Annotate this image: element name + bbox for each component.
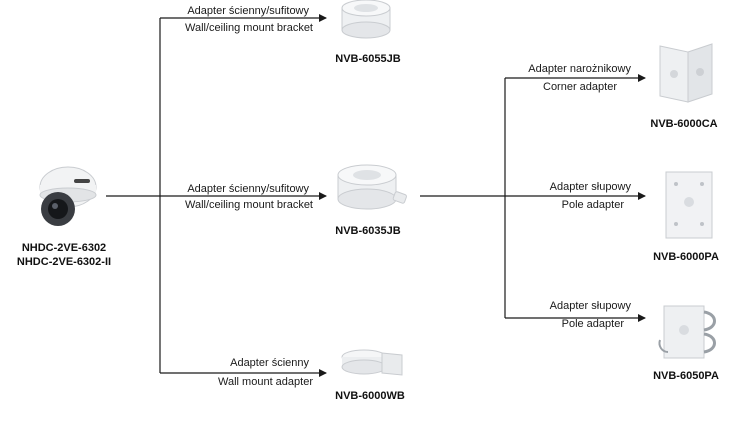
camera-model-label-2: NHDC-2VE-6302-II	[16, 256, 112, 268]
product-code-6055jb: NVB-6055JB	[335, 53, 401, 65]
sub-branch-label-en: Corner adapter	[543, 81, 617, 93]
dome-camera-icon	[39, 166, 97, 226]
camera-model-label: NHDC-2VE-6302	[21, 242, 107, 254]
junction-box-icon	[341, 0, 391, 39]
sub-branch-label-pl: Adapter słupowy	[549, 181, 631, 193]
branch-label-en: Wall/ceiling mount bracket	[185, 199, 313, 211]
product-code-6000pa: NVB-6000PA	[653, 251, 719, 263]
product-code-6050pa: NVB-6050PA	[653, 370, 719, 382]
sub-branch-label-pl: Adapter narożnikowy	[528, 63, 631, 75]
sub-branch-label-en: Pole adapter	[561, 199, 624, 211]
junction-box-icon	[337, 164, 407, 210]
product-code-6000wb: NVB-6000WB	[335, 390, 405, 402]
branch-label-en: Wall/ceiling mount bracket	[185, 22, 313, 34]
product-code-6035jb: NVB-6035JB	[335, 225, 401, 237]
product-code-6000ca: NVB-6000CA	[650, 118, 718, 130]
pole-clamp-adapter-icon	[658, 305, 716, 359]
branch-label-en: Wall mount adapter	[218, 376, 313, 388]
sub-branch-label-pl: Adapter słupowy	[549, 300, 631, 312]
wall-mount-icon	[341, 349, 403, 376]
branch-label-pl: Adapter ścienny/sufitowy	[187, 183, 309, 195]
corner-adapter-icon	[659, 43, 713, 103]
branch-label-pl: Adapter ścienny/sufitowy	[187, 5, 309, 17]
branch-label-pl: Adapter ścienny	[230, 357, 309, 369]
pole-adapter-icon	[665, 171, 713, 239]
sub-branch-label-en: Pole adapter	[561, 318, 624, 330]
